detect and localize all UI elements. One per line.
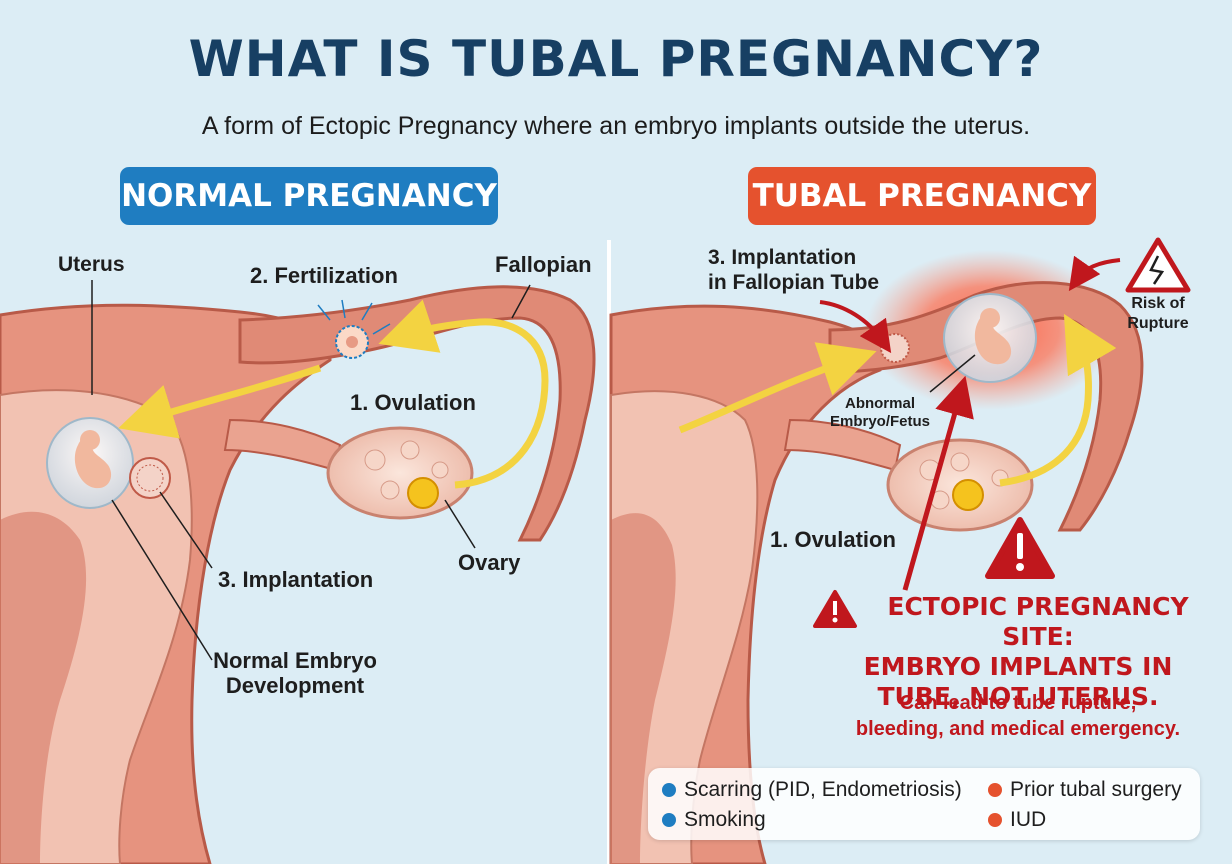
- orange-bullet-icon: [988, 813, 1002, 827]
- page-title: WHAT IS TUBAL PREGNANCY?: [0, 30, 1232, 88]
- page-subtitle: A form of Ectopic Pregnancy where an emb…: [0, 112, 1232, 141]
- blue-bullet-icon: [662, 783, 676, 797]
- tubal-pregnancy-header: TUBAL PREGNANCY: [748, 167, 1096, 225]
- label-tube-implantation: 3. Implantation in Fallopian Tube: [708, 245, 879, 295]
- label-uterus: Uterus: [58, 252, 125, 277]
- label-ovulation-tubal: 1. Ovulation: [770, 527, 896, 552]
- label-ovulation-normal: 1. Ovulation: [350, 390, 476, 415]
- risk-factor-item: Scarring (PID, Endometriosis): [662, 778, 962, 802]
- label-normal-embryo: Normal Embryo Development: [210, 648, 380, 698]
- label-risk-of-rupture: Risk of Rupture: [1120, 294, 1196, 334]
- orange-bullet-icon: [988, 783, 1002, 797]
- label-abnormal-embryo: Abnormal Embryo/Fetus: [820, 395, 940, 431]
- risk-factors-box: Scarring (PID, Endometriosis) Smoking Pr…: [648, 768, 1200, 840]
- risk-factor-item: Prior tubal surgery: [988, 778, 1182, 802]
- warning-icon: [988, 520, 1052, 576]
- label-fertilization: 2. Fertilization: [250, 263, 398, 288]
- risk-factor-item: Smoking: [662, 808, 766, 832]
- label-fallopian: Fallopian: [495, 252, 592, 277]
- blue-bullet-icon: [662, 813, 676, 827]
- risk-factor-item: IUD: [988, 808, 1046, 832]
- rupture-warning-icon: [1128, 240, 1188, 290]
- label-implantation-normal: 3. Implantation: [218, 567, 373, 592]
- ectopic-warning-detail: Can lead to tube rupture, bleeding, and …: [818, 690, 1218, 742]
- label-ovary: Ovary: [458, 550, 520, 575]
- normal-pregnancy-header: NORMAL PREGNANCY: [120, 167, 498, 225]
